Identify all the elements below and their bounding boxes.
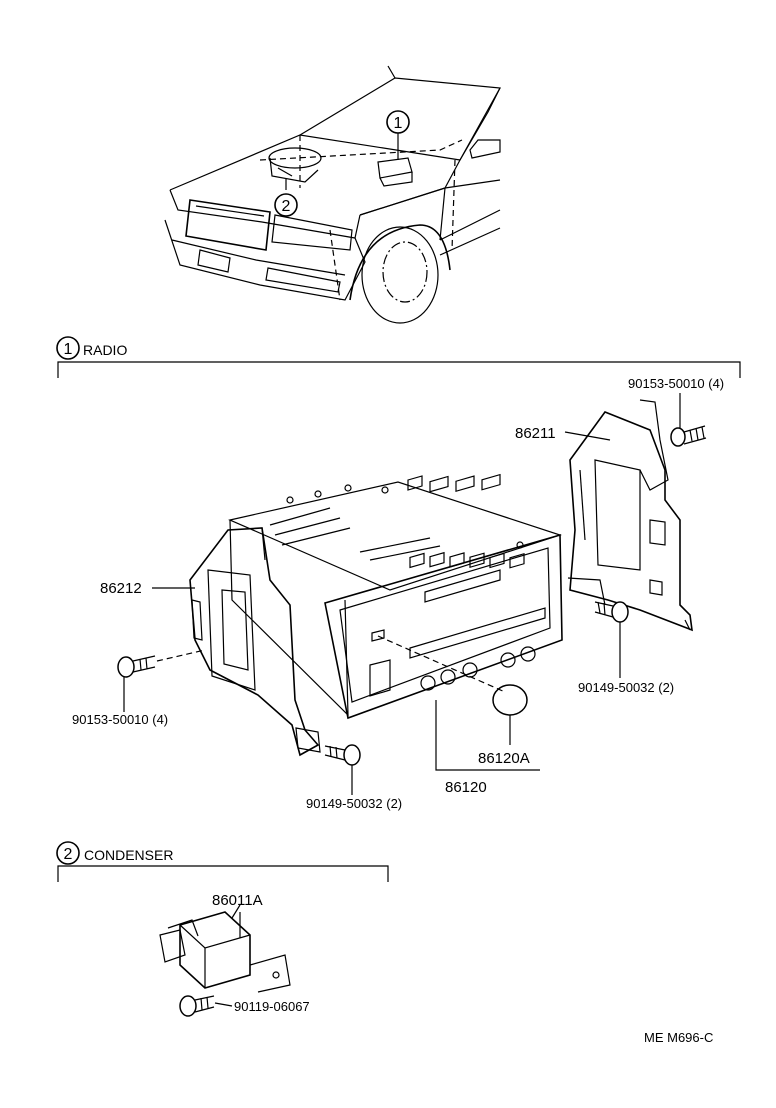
label-86212: 86212: [100, 580, 142, 597]
condenser-section-number: 2: [64, 846, 73, 863]
screw-90153-left: [117, 649, 206, 678]
label-86120A: 86120A: [478, 750, 530, 767]
condenser-part: [159, 911, 291, 993]
label-90149-50032-right: 90149-50032 (2): [578, 680, 674, 695]
leader-lines: [123, 393, 681, 795]
leader-86011A: [231, 904, 241, 919]
screw-90119: [179, 995, 233, 1017]
callout-2-marker: 2: [274, 193, 298, 217]
radio-section-title: RADIO: [83, 342, 127, 358]
radio-section-header: 1 RADIO: [56, 336, 741, 378]
screw-90149-left: [324, 744, 361, 766]
screw-90149-right: [594, 601, 629, 623]
figure-code: ME M696-C: [644, 1030, 713, 1045]
right-bracket-86211: [567, 399, 693, 632]
condenser-section-header: 2 CONDENSER: [56, 841, 389, 882]
label-86011A: 86011A: [212, 892, 263, 909]
condenser-section-title: CONDENSER: [84, 847, 173, 863]
radio-section-number: 1: [64, 341, 73, 358]
car-illustration: [164, 65, 501, 324]
callout-2-number: 2: [282, 198, 291, 215]
label-90149-50032-left: 90149-50032 (2): [306, 796, 402, 811]
left-bracket-86212: [189, 527, 321, 757]
top-vents: [269, 507, 441, 561]
label-86120: 86120: [445, 779, 487, 796]
callout-1-number: 1: [394, 115, 403, 132]
label-90153-50010-left: 90153-50010 (4): [72, 712, 168, 727]
radio-head-unit: [228, 473, 563, 720]
label-90119-06067: 90119-06067: [234, 999, 310, 1014]
callout-1-marker: 1: [386, 110, 410, 134]
label-86211: 86211: [515, 425, 556, 442]
label-90153-50010-right: 90153-50010 (4): [628, 376, 724, 391]
screw-90153-right: [670, 425, 707, 447]
